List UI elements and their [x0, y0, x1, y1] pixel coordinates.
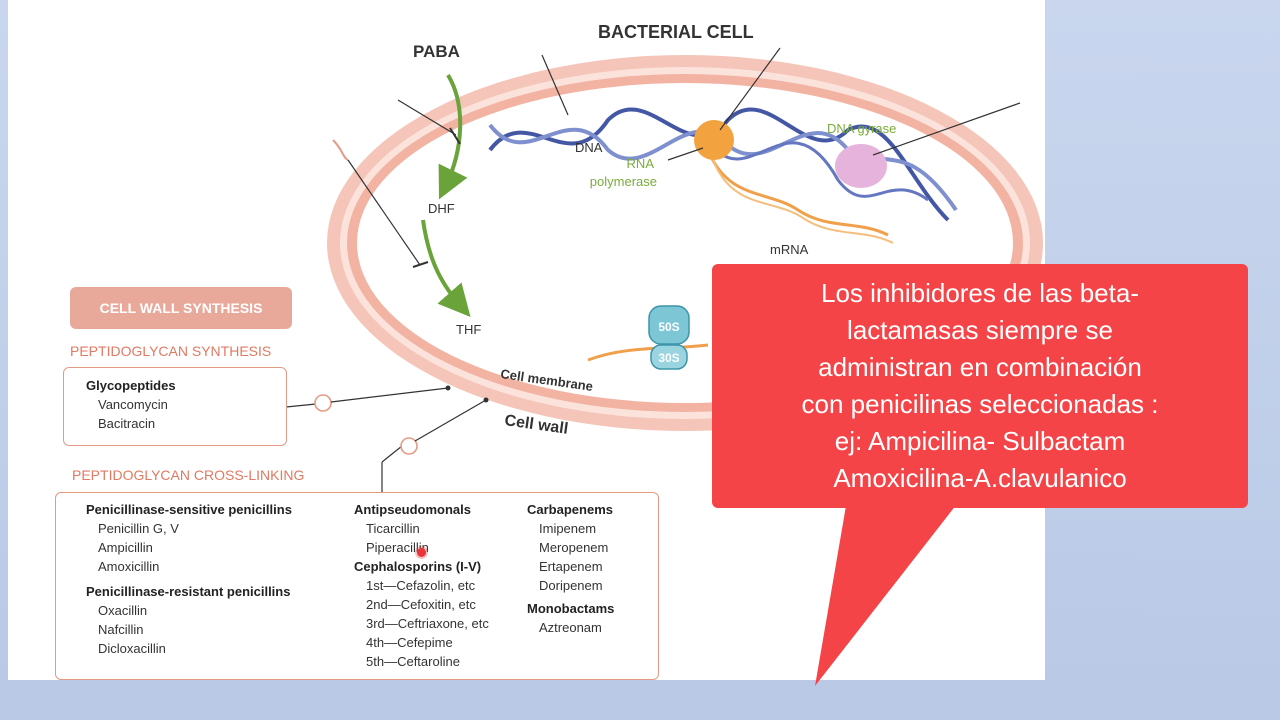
mrna-strand	[706, 149, 889, 237]
antipseudomonal-cephalosporin-column: Antipseudomonals Ticarcillin Piperacilli…	[354, 500, 489, 671]
rna-polymerase-label-2: polymerase	[590, 174, 657, 189]
list-item: Bacitracin	[98, 416, 156, 431]
rna-polymerase-shape	[694, 120, 734, 160]
list-item: Ertapenem	[539, 559, 603, 574]
list-item: 5th—Ceftaroline	[366, 654, 460, 669]
list-item: Piperacillin	[366, 540, 429, 555]
list-item: 2nd—Cefoxitin, etc	[366, 597, 476, 612]
carbapenems-header: Carbapenems	[527, 502, 613, 517]
ribosome-30s-label: 30S	[658, 351, 679, 365]
paba-dhf-arrow	[438, 73, 468, 200]
thf-label: THF	[456, 322, 481, 337]
list-item: Aztreonam	[539, 620, 602, 635]
cephalosporins-header: Cephalosporins (I-V)	[354, 559, 482, 574]
list-item: 4th—Cefepime	[366, 635, 453, 650]
glycopeptides-box	[63, 367, 287, 446]
diagram-title: BACTERIAL CELL	[598, 22, 754, 42]
dna-strand-3	[706, 139, 929, 202]
dna-label: DNA	[575, 140, 603, 155]
list-item: 3rd—Ceftriaxone, etc	[366, 616, 489, 631]
dhf-thf-arrow	[421, 219, 471, 318]
list-item: Ampicillin	[98, 540, 153, 555]
ribosome-50s-shape	[648, 305, 690, 345]
cell-wall-synthesis-banner: CELL WALL SYNTHESIS	[70, 287, 292, 329]
glycopeptides-list: Glycopeptides Vancomycin Bacitracin	[86, 376, 176, 433]
mrna-label: mRNA	[770, 242, 809, 257]
pointer-dot	[417, 548, 426, 557]
list-item: Amoxicillin	[98, 559, 160, 574]
callout-line: Los inhibidores de las beta-	[821, 278, 1139, 308]
callout-line: lactamasas siempre se	[847, 315, 1113, 345]
peptidoglycan-cross-linking-heading: PEPTIDOGLYCAN CROSS-LINKING	[72, 467, 305, 483]
callout-line: con penicilinas seleccionadas :	[801, 389, 1159, 419]
list-item: Meropenem	[539, 540, 609, 555]
paba-label: PABA	[413, 42, 460, 61]
dna-gyrase-shape	[835, 144, 887, 188]
mrna-strand-2	[712, 159, 894, 244]
list-item: Ticarcillin	[366, 521, 420, 536]
list-item: Vancomycin	[98, 397, 168, 412]
penicillins-column: Penicillinase-sensitive penicillins Peni…	[86, 500, 292, 658]
monobactams-header: Monobactams	[527, 601, 615, 616]
ribosome-50s-label: 50S	[658, 320, 679, 334]
list-item: Penicillin G, V	[98, 521, 179, 536]
callout-tail	[815, 500, 960, 686]
glycopeptides-header: Glycopeptides	[86, 378, 176, 393]
list-item: Oxacillin	[98, 603, 148, 618]
rna-polymerase-label-1: RNA	[627, 156, 655, 171]
ribosome-30s-shape	[650, 344, 688, 370]
list-item: Imipenem	[539, 521, 597, 536]
callout-text: Los inhibidores de las beta- lactamasas …	[712, 264, 1248, 508]
cross-linking-box	[55, 492, 659, 680]
peptidoglycan-synthesis-heading: PEPTIDOGLYCAN SYNTHESIS	[70, 343, 272, 359]
list-item: 1st—Cefazolin, etc	[366, 578, 476, 593]
callout-bubble	[712, 264, 1248, 508]
penicillinase-sensitive-header: Penicillinase-sensitive penicillins	[86, 502, 292, 517]
list-item: Doripenem	[539, 578, 603, 593]
dna-gyrase-label: DNA gyrase	[827, 121, 896, 136]
callout-line: ej: Ampicilina- Sulbactam	[834, 426, 1126, 456]
carbapenem-monobactam-column: Carbapenems Imipenem Meropenem Ertapenem…	[527, 500, 614, 637]
antipseudomonals-header: Antipseudomonals	[354, 502, 472, 517]
callout-line: administran en combinación	[818, 352, 1142, 382]
list-item: Dicloxacillin	[98, 641, 166, 656]
dhf-label: DHF	[428, 201, 455, 216]
list-item: Nafcillin	[98, 622, 144, 637]
penicillinase-resistant-header: Penicillinase-resistant penicillins	[86, 584, 291, 599]
callout-line: Amoxicilina-A.clavulanico	[833, 463, 1127, 493]
